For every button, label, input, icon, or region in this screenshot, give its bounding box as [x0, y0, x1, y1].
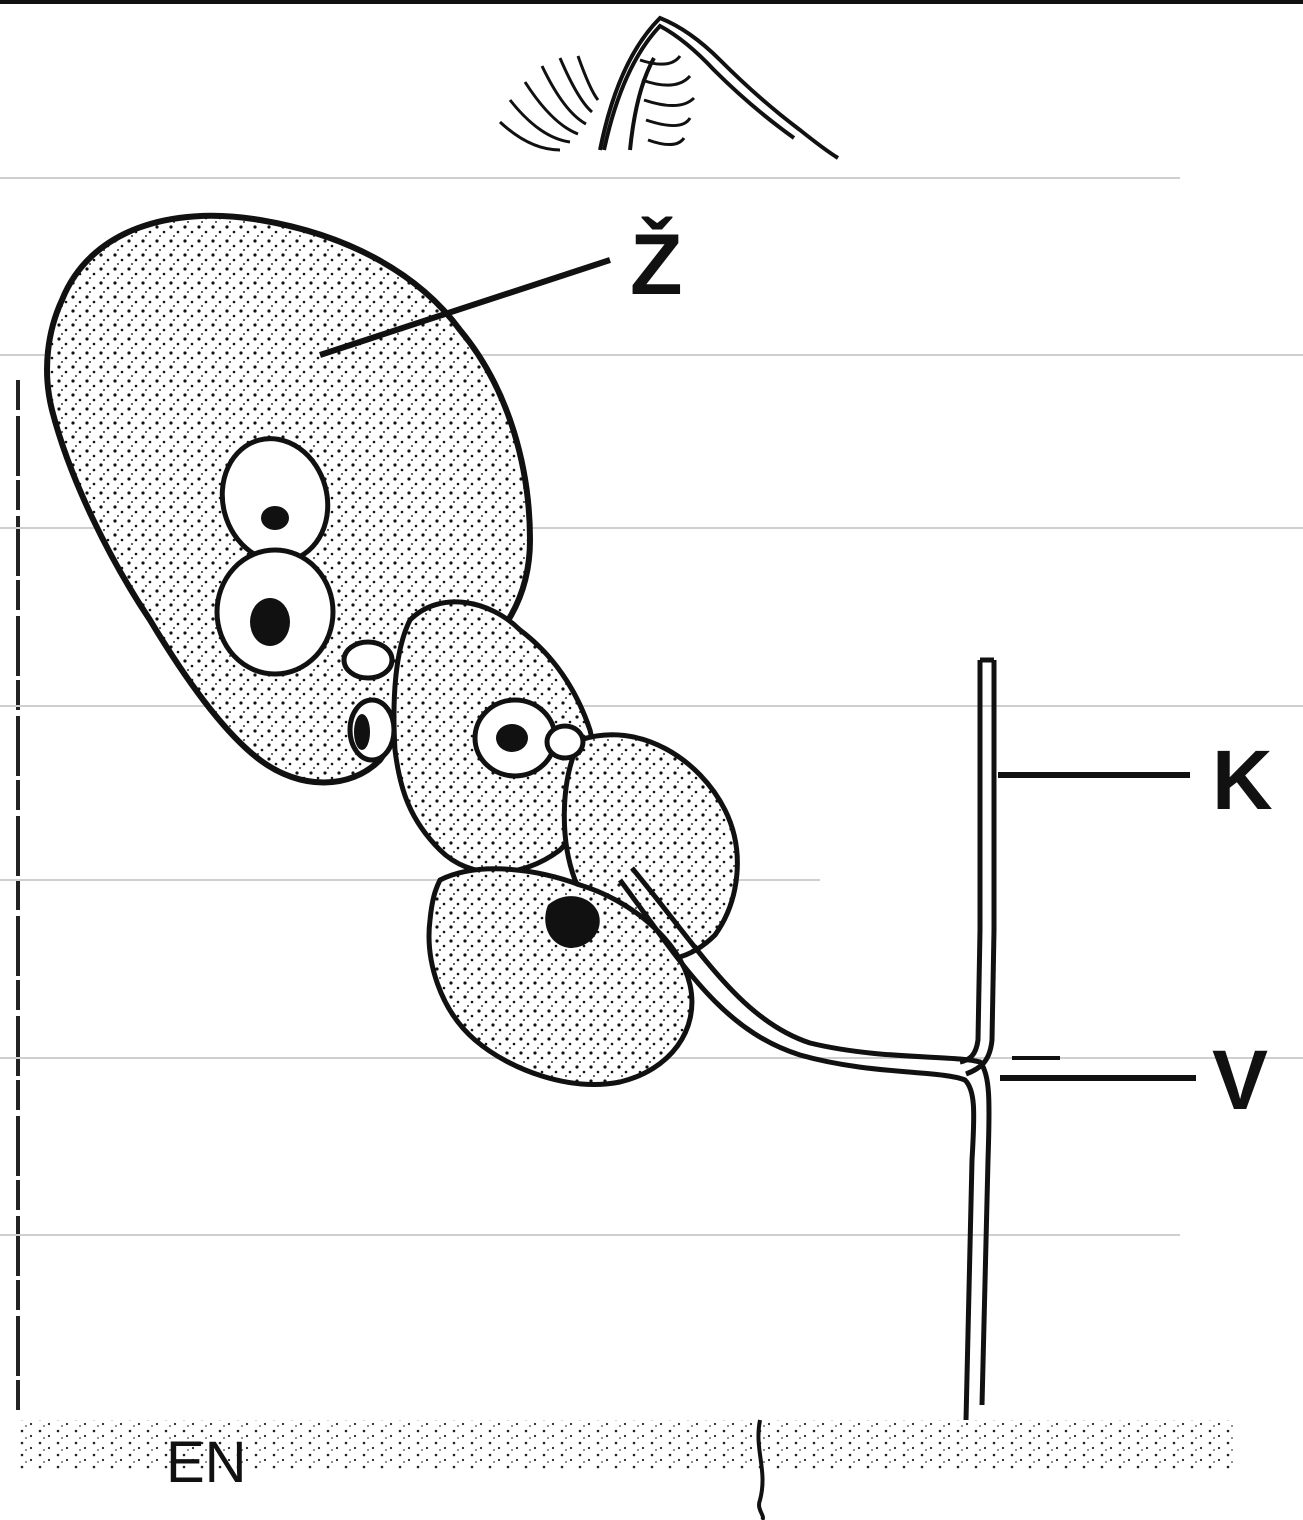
label-en: EN — [166, 1434, 247, 1492]
label-z: Ž — [630, 222, 683, 308]
label-k: K — [1212, 738, 1273, 822]
cell-small-a — [344, 642, 392, 678]
label-v: V — [1212, 1038, 1268, 1122]
parent-structure — [500, 18, 838, 158]
cell-small-c — [547, 726, 583, 758]
comb-left — [500, 56, 598, 150]
right-stalk — [960, 660, 994, 1074]
